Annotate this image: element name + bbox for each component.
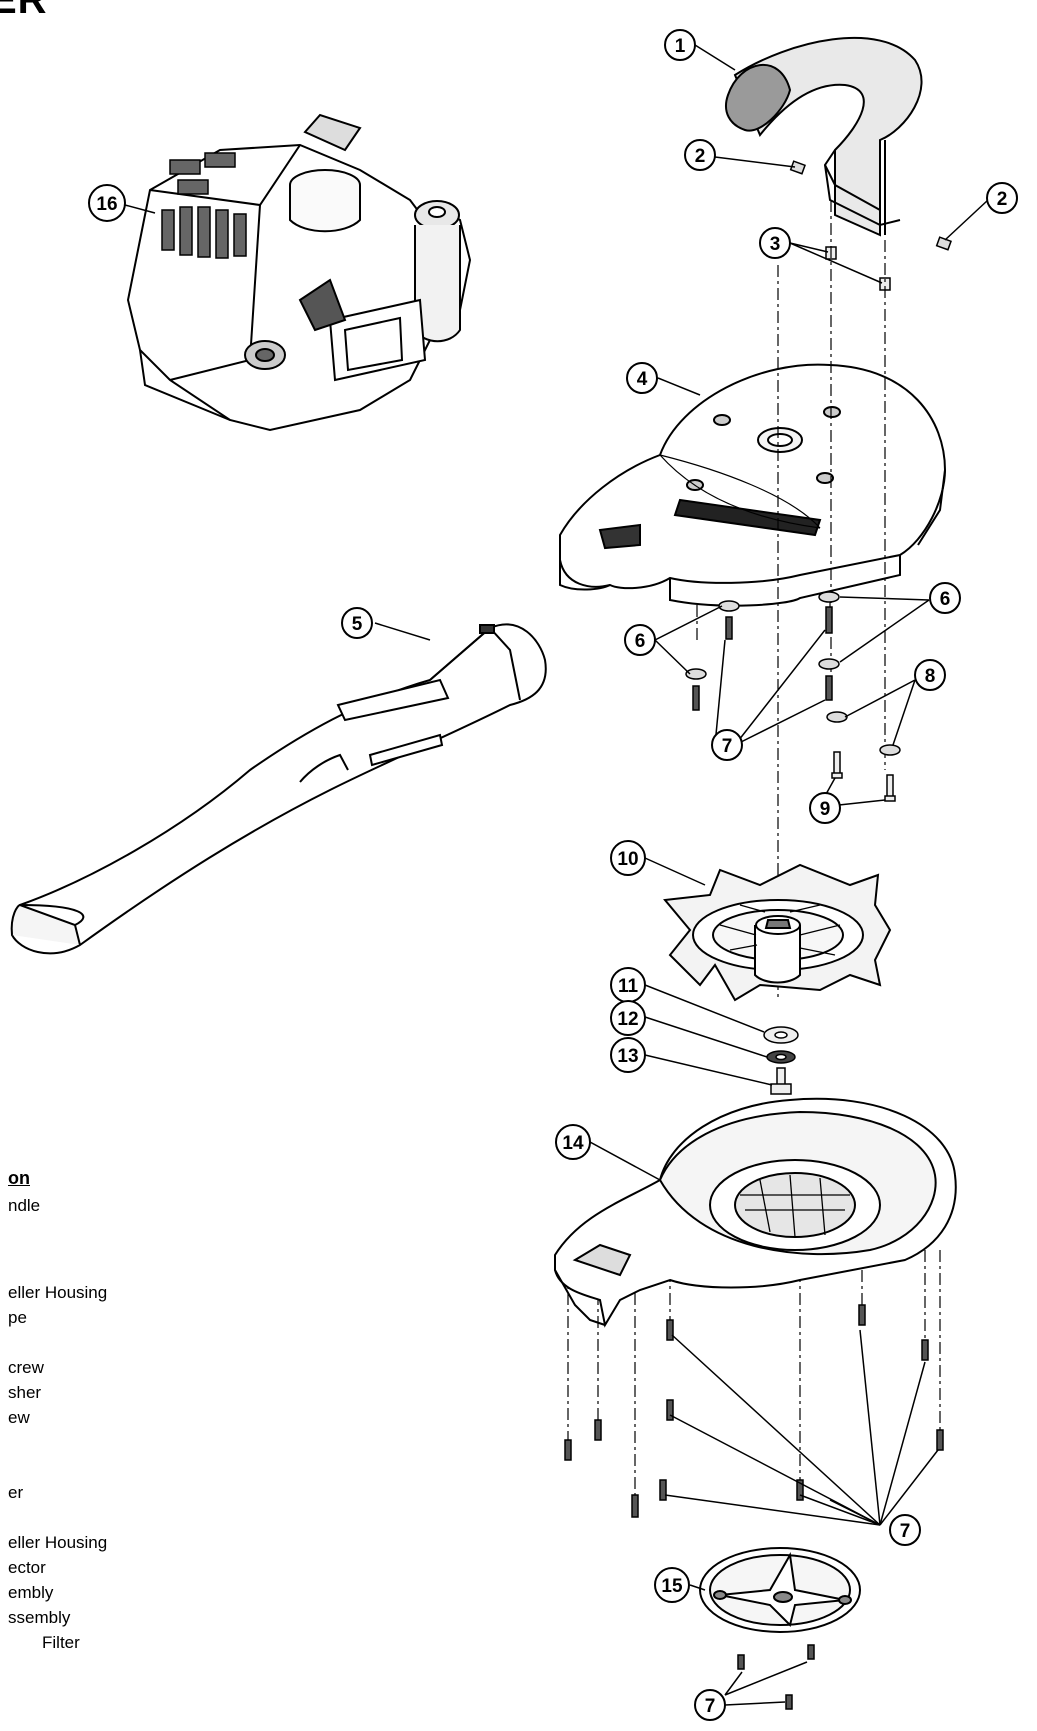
svg-text:3: 3 bbox=[770, 234, 781, 255]
description-item: ssembly bbox=[8, 1608, 71, 1627]
fastener-parts-upper bbox=[685, 591, 901, 802]
fastener-parts-lower bbox=[564, 1304, 944, 1518]
nut-plate-part bbox=[789, 160, 952, 251]
callout-6-left: 6 bbox=[624, 624, 656, 656]
deflector-part bbox=[699, 1547, 861, 1633]
callout-11: 11 bbox=[610, 967, 646, 1003]
svg-text:7: 7 bbox=[705, 1696, 716, 1717]
callout-4: 4 bbox=[626, 362, 658, 394]
description-item: eller Housing bbox=[8, 1283, 108, 1302]
svg-text:8: 8 bbox=[925, 666, 936, 687]
callout-9: 9 bbox=[809, 792, 841, 824]
description-item: ndle bbox=[8, 1196, 41, 1215]
description-item: ew bbox=[8, 1408, 30, 1427]
callout-2-right: 2 bbox=[986, 182, 1018, 214]
callout-6-right: 6 bbox=[929, 582, 961, 614]
svg-text:7: 7 bbox=[900, 1521, 911, 1542]
description-item: Filter bbox=[42, 1633, 80, 1652]
svg-text:6: 6 bbox=[635, 631, 646, 652]
description-item: pe bbox=[8, 1308, 27, 1327]
svg-text:2: 2 bbox=[997, 189, 1008, 210]
deflector-screws bbox=[737, 1644, 815, 1710]
svg-text:15: 15 bbox=[661, 1576, 683, 1597]
svg-text:16: 16 bbox=[96, 194, 117, 215]
svg-text:1: 1 bbox=[675, 36, 686, 57]
description-item: ector bbox=[8, 1558, 46, 1577]
description-item: embly bbox=[8, 1583, 54, 1602]
svg-text:10: 10 bbox=[617, 849, 638, 870]
spacer-part bbox=[825, 246, 891, 291]
callout-12: 12 bbox=[610, 1000, 646, 1036]
description-item: crew bbox=[8, 1358, 44, 1377]
washer-bolt-stack bbox=[763, 1026, 799, 1095]
callout-3: 3 bbox=[759, 227, 791, 259]
svg-text:6: 6 bbox=[940, 589, 951, 610]
svg-text:2: 2 bbox=[695, 146, 706, 167]
page-title: ER bbox=[0, 0, 48, 22]
description-item: eller Housing bbox=[8, 1533, 108, 1552]
svg-text:11: 11 bbox=[618, 976, 639, 997]
callout-14: 14 bbox=[555, 1124, 591, 1160]
description-item: sher bbox=[8, 1383, 42, 1402]
description-header: on bbox=[8, 1168, 30, 1188]
description-item: er bbox=[8, 1483, 24, 1502]
lower-impeller-housing-part bbox=[554, 1097, 957, 1328]
callout-1: 1 bbox=[664, 29, 696, 61]
svg-text:12: 12 bbox=[617, 1009, 638, 1030]
impeller-part bbox=[663, 863, 892, 1002]
callout-16: 16 bbox=[88, 184, 126, 222]
svg-text:4: 4 bbox=[637, 369, 648, 390]
callout-10: 10 bbox=[610, 840, 646, 876]
callout-7-bottom: 7 bbox=[694, 1689, 726, 1721]
engine-part bbox=[126, 113, 472, 432]
upper-impeller-housing-part bbox=[559, 363, 947, 607]
handle-part bbox=[725, 36, 923, 237]
callout-13: 13 bbox=[610, 1037, 646, 1073]
svg-text:14: 14 bbox=[562, 1133, 584, 1154]
callout-2-left: 2 bbox=[684, 139, 716, 171]
svg-text:13: 13 bbox=[617, 1046, 638, 1067]
callout-7-upper: 7 bbox=[711, 729, 743, 761]
callout-7-lower: 7 bbox=[889, 1514, 921, 1546]
blower-tube-part bbox=[10, 623, 547, 955]
leader-lines bbox=[124, 44, 989, 1706]
svg-text:9: 9 bbox=[820, 799, 831, 820]
svg-text:5: 5 bbox=[352, 614, 363, 635]
callout-15: 15 bbox=[654, 1567, 690, 1603]
callout-5: 5 bbox=[341, 607, 373, 639]
svg-text:7: 7 bbox=[722, 736, 733, 757]
callout-8: 8 bbox=[914, 659, 946, 691]
